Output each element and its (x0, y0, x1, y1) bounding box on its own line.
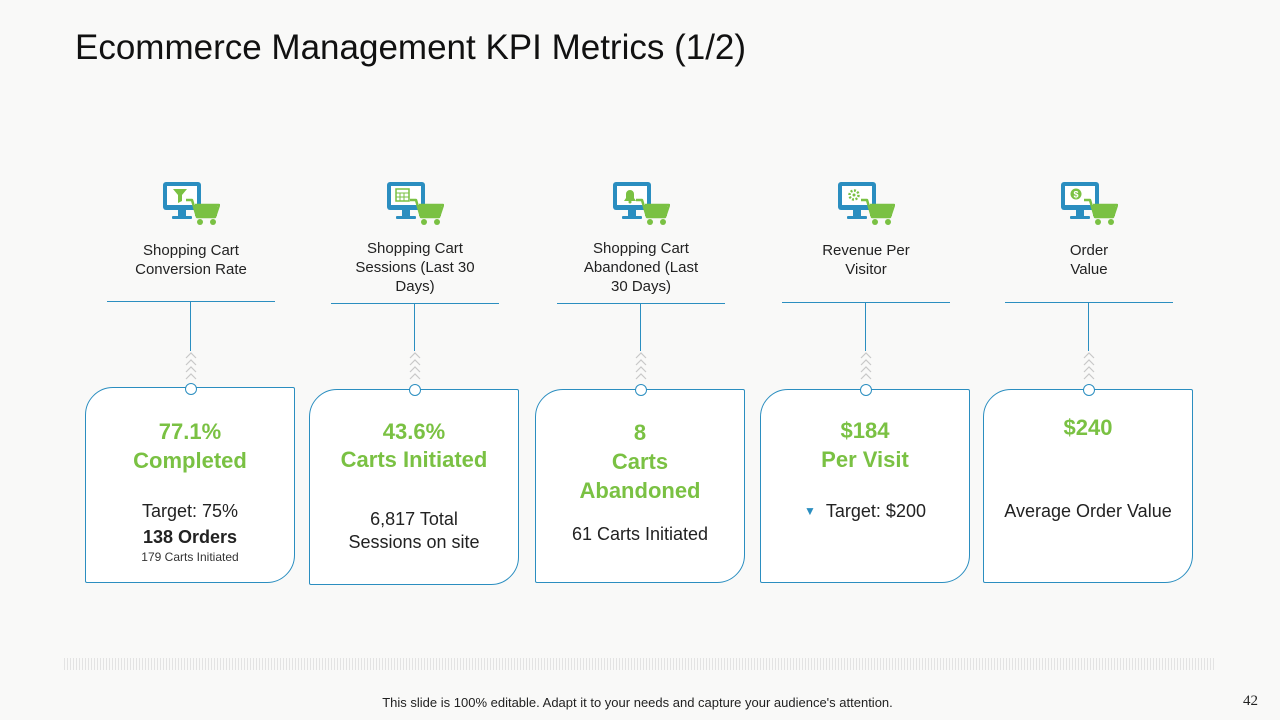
divider-line (107, 301, 275, 302)
decorative-stripe (64, 658, 1214, 670)
kpi-value-caption: Carts (611, 449, 669, 474)
monitor-cart-funnel-icon (162, 180, 220, 227)
monitor-cart-dollar-icon: $ (1060, 180, 1118, 227)
kpi-label: Order Value (1069, 242, 1109, 278)
kpi-column-order-value: $ Order Value $240 Average Order Value (983, 0, 1245, 600)
kpi-column-cart-sessions: Shopping Cart Sessions (Last 30 Days) 43… (309, 0, 571, 600)
kpi-label: Shopping Cart Conversion Rate (135, 242, 247, 278)
kpi-value: $240 (1063, 415, 1113, 440)
chevron-up-icon (185, 352, 197, 380)
kpi-value-caption: Completed (133, 448, 247, 473)
kpi-card: $184 Per Visit ▼ Target: $200 (760, 389, 970, 583)
kpi-target: Target: 75% (141, 501, 239, 521)
connector-line (414, 303, 415, 351)
kpi-target: Target: $200 (825, 501, 926, 521)
svg-text:$: $ (1073, 190, 1078, 200)
kpi-value: 8 (633, 420, 647, 445)
kpi-orders: 138 Orders (142, 527, 238, 547)
connector-dot (860, 384, 872, 396)
footer-note: This slide is 100% editable. Adapt it to… (382, 695, 893, 710)
kpi-value: 77.1% (158, 419, 222, 444)
kpi-carts-initiated: 179 Carts Initiated (141, 550, 239, 564)
kpi-label: Shopping Cart Sessions (Last 30 Days) (355, 240, 475, 295)
kpi-target-row: ▼ Target: $200 (761, 500, 969, 523)
kpi-card: 77.1% Completed Target: 75% 138 Orders 1… (85, 387, 295, 583)
kpi-value-caption: Carts Initiated (340, 447, 488, 472)
kpi-card: 43.6% Carts Initiated 6,817 Total Sessio… (309, 389, 519, 585)
triangle-down-icon: ▼ (804, 504, 816, 518)
connector-line (1088, 302, 1089, 351)
divider-line (331, 303, 499, 304)
chevron-up-icon (860, 352, 872, 380)
kpi-detail: 61 Carts Initiated (571, 524, 709, 544)
kpi-value: 43.6% (382, 419, 446, 444)
kpi-card: 8 Carts Abandoned 61 Carts Initiated (535, 389, 745, 583)
monitor-cart-gear-icon (837, 180, 895, 227)
kpi-value-caption-2: Abandoned (579, 478, 701, 503)
kpi-column-revenue-per-visitor: Revenue Per Visitor $184 Per Visit ▼ Targ… (760, 0, 1022, 600)
slide-title: Ecommerce Management KPI Metrics (1/2) (75, 28, 747, 67)
divider-line (782, 302, 950, 303)
divider-line (1005, 302, 1173, 303)
kpi-column-conversion-rate: Shopping Cart Conversion Rate 77.1% Comp… (85, 0, 347, 600)
monitor-cart-bell-icon (612, 180, 670, 227)
kpi-label: Revenue Per Visitor (822, 242, 910, 278)
connector-line (640, 303, 641, 351)
kpi-column-cart-abandoned: Shopping Cart Abandoned (Last 30 Days) 8… (535, 0, 797, 600)
connector-line (865, 302, 866, 351)
connector-dot (409, 384, 421, 396)
kpi-card: $240 Average Order Value (983, 389, 1193, 583)
kpi-value-caption: Per Visit (821, 447, 909, 472)
monitor-cart-calendar-icon (386, 180, 444, 227)
chevron-up-icon (1083, 352, 1095, 380)
kpi-detail: 6,817 Total Sessions on site (348, 509, 480, 552)
kpi-detail: Average Order Value (1004, 501, 1172, 521)
connector-dot (1083, 384, 1095, 396)
connector-line (190, 301, 191, 351)
connector-dot (185, 383, 197, 395)
divider-line (557, 303, 725, 304)
kpi-label: Shopping Cart Abandoned (Last 30 Days) (583, 240, 699, 295)
chevron-up-icon (635, 352, 647, 380)
page-number: 42 (1243, 693, 1258, 709)
kpi-value: $184 (840, 418, 890, 443)
chevron-up-icon (409, 352, 421, 380)
connector-dot (635, 384, 647, 396)
